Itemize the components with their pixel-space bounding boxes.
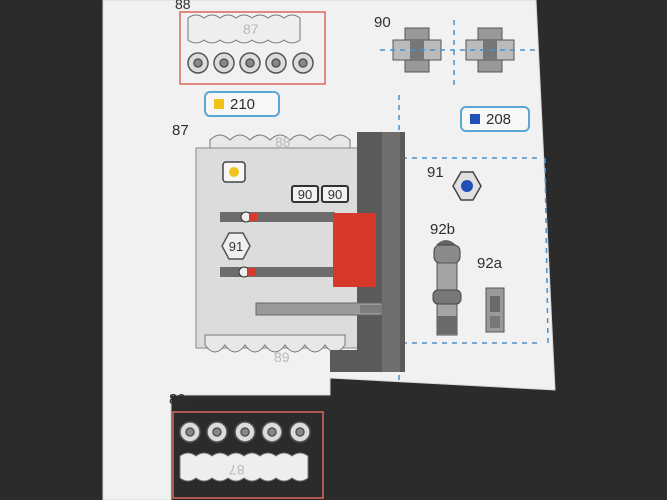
label-bottom-sheet: 89 (169, 391, 186, 408)
label-bottom-sheet-inner: 87 (229, 462, 245, 478)
yellow-square-icon (214, 99, 224, 109)
label-part-92a: 92a (477, 255, 503, 272)
label-part-92b: 92b (430, 221, 456, 238)
callout-yellow-210: 210 (204, 91, 280, 117)
label-part-91: 91 (427, 164, 444, 181)
main-side-panel (195, 132, 405, 372)
top-road-wheels (187, 52, 209, 74)
bottom-part-box (172, 411, 324, 499)
label-main-left: 87 (172, 122, 189, 139)
callout-yellow-text: 210 (230, 95, 256, 113)
label-main-top-inner: 88 (275, 134, 291, 150)
label-crosses: 90 (374, 14, 391, 31)
callout-blue-208: 208 (460, 106, 530, 132)
bottom-tread-strip (179, 452, 309, 482)
label-main-bottom-inner: 89 (274, 349, 290, 365)
part-91-hex-nut (452, 171, 482, 201)
part-92a-pin (485, 287, 505, 333)
label-top-sheet: 88 (175, 0, 191, 12)
tag-right-90: 90 (321, 185, 349, 203)
label-top-sheet-inner: 87 (243, 21, 259, 37)
callout-blue-text: 208 (486, 110, 512, 128)
bottom-road-wheels (179, 421, 311, 443)
blue-square-icon (470, 114, 480, 124)
tag-hex-91: 91 (228, 238, 244, 254)
tag-left-90: 90 (291, 185, 319, 203)
part-92b-stack (432, 240, 462, 336)
top-tread-strip (187, 14, 301, 44)
top-part-box (179, 11, 326, 85)
